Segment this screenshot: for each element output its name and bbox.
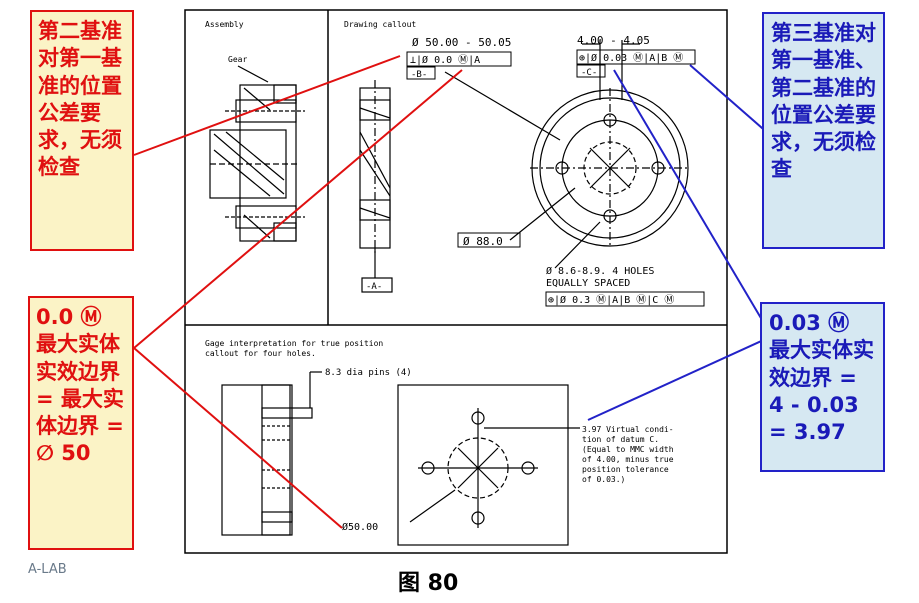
- fcf-boxes: [406, 49, 705, 307]
- gear-label: Gear: [228, 55, 247, 64]
- virtual-line5: position tolerance: [582, 465, 669, 474]
- dim-top: Ø 50.00 - 50.05: [412, 36, 511, 49]
- assembly-label: Assembly: [205, 20, 244, 29]
- gage-front-view: [397, 384, 580, 546]
- fcf-position-datum-c: ⊕|Ø 0.03 Ⓜ|A|B Ⓜ: [579, 52, 683, 64]
- blue-leaders: [587, 64, 771, 421]
- callout-second-datum: 第二基准对第一基准的位置公差要求，无须检查: [30, 10, 134, 251]
- virtual-line1: 3.97 Virtual condi-: [582, 425, 674, 434]
- fcf-perpendicularity: ⊥|Ø 0.0 Ⓜ|A: [410, 54, 480, 66]
- virtual-line4: of 4.00, minus true: [582, 455, 674, 464]
- virtual-line3: (Equal to MMC width: [582, 445, 674, 454]
- watermark-alab: A-LAB: [28, 562, 67, 577]
- side-view-part: [359, 80, 393, 293]
- datum-a: -A-: [366, 282, 382, 292]
- gage-line1: Gage interpretation for true position: [205, 339, 383, 348]
- assembly-view: [209, 65, 305, 242]
- dim-right: 4.00 - 4.05: [577, 34, 650, 47]
- pins-label: 8.3 dia pins (4): [325, 368, 412, 378]
- figure-label: 图 80: [398, 571, 459, 596]
- callout-label: Drawing callout: [344, 20, 416, 29]
- red-leaders: [133, 55, 463, 529]
- callout-third-datum: 第三基准对第一基准、第二基准的位置公差要求，无须检查: [762, 12, 885, 249]
- dia-88: Ø 88.0: [463, 235, 503, 248]
- holes-line1: Ø 8.6-8.9. 4 HOLES: [546, 265, 654, 277]
- fcf-position-holes: ⊕|Ø 0.3 Ⓜ|A|B Ⓜ|C Ⓜ: [548, 294, 674, 306]
- callout-mmvc-50: 0.0 Ⓜ 最大实体实效边界 = 最大实体边界 = ∅ 50: [28, 296, 134, 550]
- virtual-line2: tion of datum C.: [582, 435, 659, 444]
- gage-line2: callout for four holes.: [205, 349, 316, 358]
- virtual-line6: of 0.03.): [582, 475, 625, 484]
- datum-c: -C-: [581, 68, 597, 78]
- datum-b: -B-: [411, 70, 427, 80]
- front-view-part: [444, 40, 690, 269]
- dia-50: Ø50.00: [342, 521, 378, 533]
- callout-mmvc-397: 0.03 Ⓜ 最大实体实效边界 = 4 - 0.03 = 3.97: [760, 302, 885, 472]
- holes-line2: EQUALLY SPACED: [546, 278, 630, 289]
